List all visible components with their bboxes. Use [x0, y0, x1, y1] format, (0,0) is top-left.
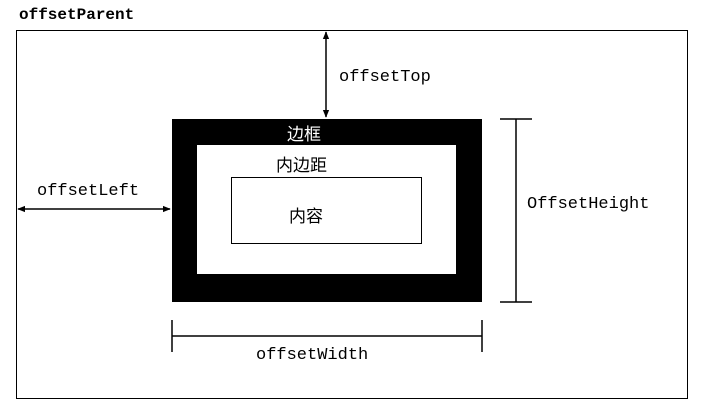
offset-height-label: OffsetHeight: [527, 195, 650, 214]
offset-left-label: offsetLeft: [37, 182, 140, 201]
diagram-title: offsetParent: [19, 6, 135, 24]
border-label: 边框: [287, 125, 321, 145]
content-box: [231, 177, 422, 244]
padding-label: 内边距: [276, 156, 327, 176]
offset-parent-box: [16, 30, 688, 399]
offset-width-label: offsetWidth: [256, 346, 369, 365]
offset-top-label: offsetTop: [339, 68, 431, 87]
content-label: 内容: [289, 207, 323, 227]
